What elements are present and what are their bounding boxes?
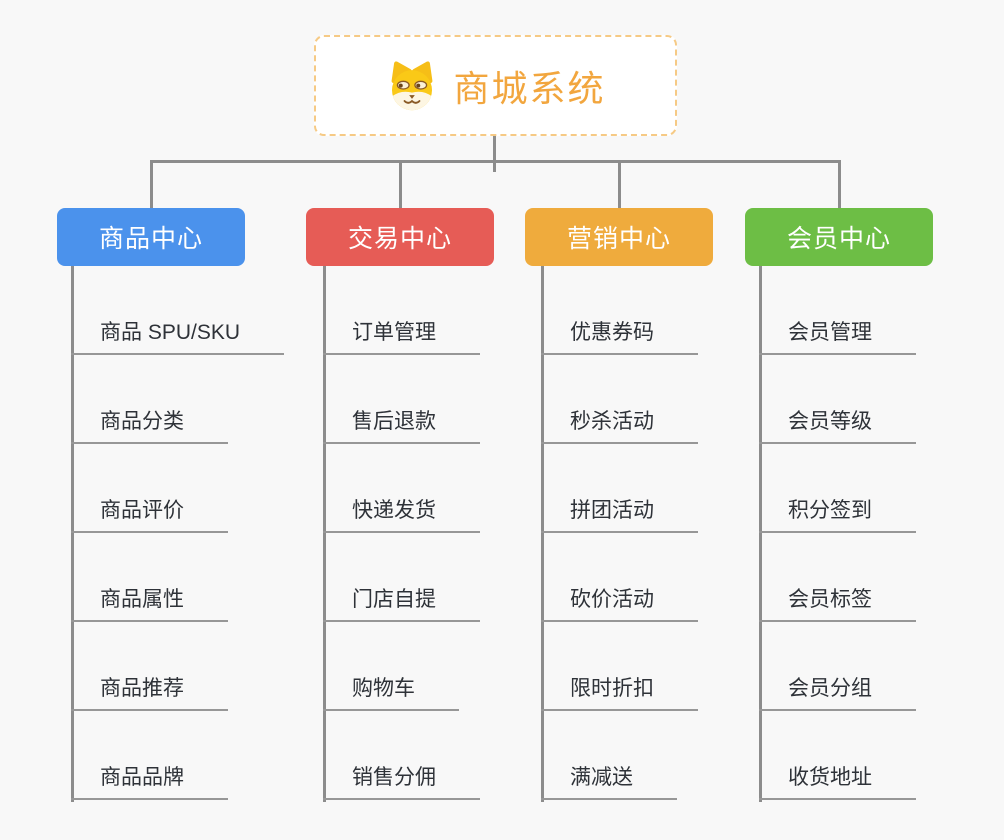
leaf-row: 商品推荐 (71, 622, 284, 711)
leaf-node[interactable]: 商品品牌 (71, 767, 228, 800)
leaf-row: 快递发货 (323, 444, 480, 533)
leaf-row: 收货地址 (759, 711, 916, 800)
branch-box[interactable]: 商品中心 (57, 208, 245, 266)
branch-label: 商品中心 (98, 225, 203, 253)
leaf-list: 商品 SPU/SKU 商品分类商品评价商品属性商品推荐商品品牌 (71, 266, 285, 800)
leaf-node[interactable]: 商品分类 (71, 411, 228, 444)
leaf-node[interactable]: 门店自提 (323, 589, 480, 622)
leaf-row: 会员标签 (759, 533, 916, 622)
leaf-row: 会员等级 (759, 355, 916, 444)
leaf-row: 售后退款 (323, 355, 480, 444)
branch-label: 交易中心 (347, 225, 452, 253)
leaf-row: 购物车 (323, 622, 480, 711)
leaf-node[interactable]: 商品推荐 (71, 678, 228, 711)
leaf-row: 商品属性 (71, 533, 284, 622)
leaf-row: 商品评价 (71, 444, 284, 533)
leaf-node[interactable]: 会员标签 (759, 589, 916, 622)
branch-trunk-line (759, 266, 762, 802)
leaf-node[interactable]: 限时折扣 (541, 678, 698, 711)
branch-box[interactable]: 会员中心 (745, 208, 933, 266)
root-connector-line (493, 134, 496, 172)
leaf-node[interactable]: 积分签到 (759, 500, 916, 533)
leaf-node[interactable]: 会员分组 (759, 678, 916, 711)
branch-trunk-line (323, 266, 326, 802)
leaf-row: 积分签到 (759, 444, 916, 533)
leaf-row: 拼团活动 (541, 444, 698, 533)
leaf-row: 商品品牌 (71, 711, 284, 800)
leaf-node[interactable]: 满减送 (541, 767, 677, 800)
dog-face-icon (392, 60, 433, 110)
leaf-node[interactable]: 销售分佣 (323, 767, 480, 800)
leaf-row: 会员管理 (759, 266, 916, 355)
leaf-row: 砍价活动 (541, 533, 698, 622)
leaf-row: 门店自提 (323, 533, 480, 622)
branch-trunk-line (541, 266, 544, 802)
leaf-node[interactable]: 售后退款 (323, 411, 480, 444)
leaf-row: 优惠券码 (541, 266, 698, 355)
leaf-row: 秒杀活动 (541, 355, 698, 444)
root-title: 商城系统 (453, 67, 606, 109)
drop-line-3 (618, 160, 621, 208)
root-node[interactable]: 商城系统 (314, 35, 677, 136)
leaf-node[interactable]: 会员等级 (759, 411, 916, 444)
drop-line-1 (150, 160, 153, 208)
leaf-list: 订单管理售后退款快递发货门店自提购物车销售分佣 (323, 266, 480, 800)
leaf-row: 限时折扣 (541, 622, 698, 711)
leaf-node[interactable]: 会员管理 (759, 322, 916, 355)
leaf-node[interactable]: 商品 SPU/SKU (71, 322, 285, 355)
leaf-node[interactable]: 秒杀活动 (541, 411, 698, 444)
drop-line-4 (838, 160, 841, 208)
leaf-row: 会员分组 (759, 622, 916, 711)
leaf-node[interactable]: 快递发货 (323, 500, 480, 533)
leaf-node[interactable]: 砍价活动 (541, 589, 698, 622)
leaf-row: 订单管理 (323, 266, 480, 355)
branch-box[interactable]: 营销中心 (525, 208, 713, 266)
leaf-node[interactable]: 商品属性 (71, 589, 228, 622)
leaf-row: 商品分类 (71, 355, 284, 444)
leaf-row: 商品 SPU/SKU (71, 266, 285, 355)
drop-line-2 (399, 160, 402, 208)
leaf-node[interactable]: 拼团活动 (541, 500, 698, 533)
leaf-row: 满减送 (541, 711, 698, 800)
leaf-node[interactable]: 购物车 (323, 678, 459, 711)
branch-label: 营销中心 (566, 225, 671, 253)
bus-connector-line (150, 160, 840, 163)
leaf-node[interactable]: 商品评价 (71, 500, 228, 533)
leaf-node[interactable]: 订单管理 (323, 322, 480, 355)
leaf-row: 销售分佣 (323, 711, 480, 800)
leaf-list: 优惠券码秒杀活动拼团活动砍价活动限时折扣满减送 (541, 266, 698, 800)
branch-label: 会员中心 (786, 225, 891, 253)
branch-box[interactable]: 交易中心 (306, 208, 494, 266)
leaf-node[interactable]: 优惠券码 (541, 322, 698, 355)
branch-trunk-line (71, 266, 74, 802)
leaf-list: 会员管理会员等级积分签到会员标签会员分组收货地址 (759, 266, 916, 800)
leaf-node[interactable]: 收货地址 (759, 767, 916, 800)
